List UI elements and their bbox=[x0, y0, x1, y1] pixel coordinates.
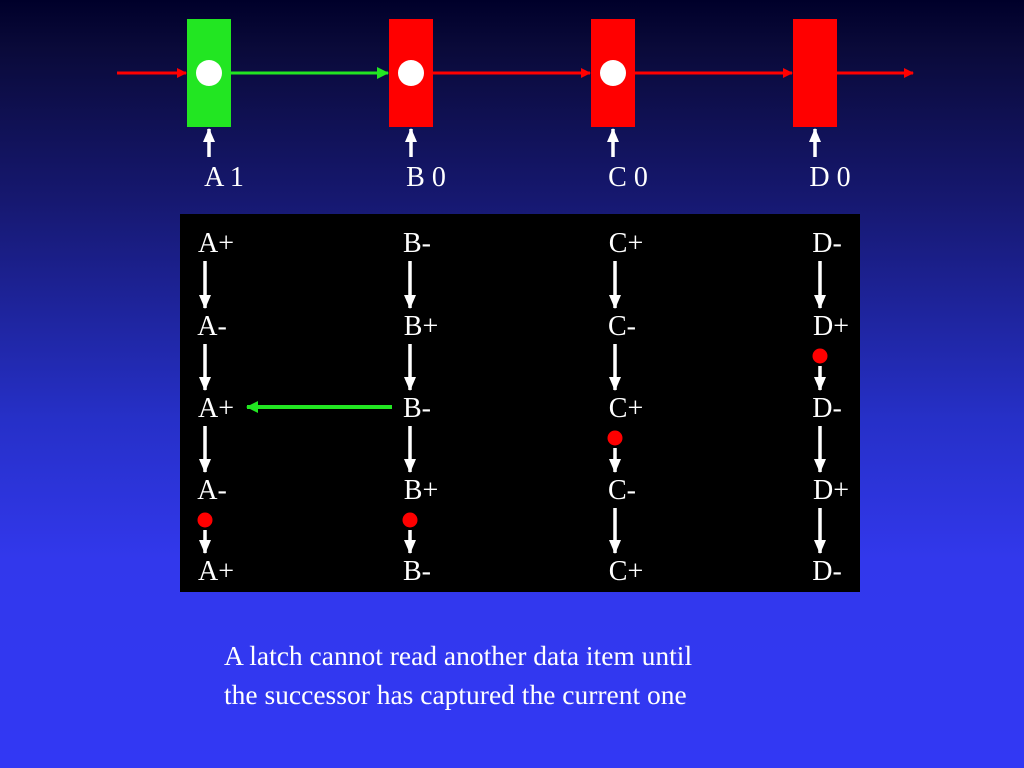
transition-bplus-4: B+ bbox=[404, 475, 438, 506]
transition-cplus-3: C+ bbox=[609, 393, 643, 424]
latch-c-token bbox=[600, 60, 626, 86]
transition-aminus-4: A- bbox=[197, 475, 227, 506]
transition-bminus-3: B- bbox=[403, 393, 431, 424]
transition-aminus-2: A- bbox=[197, 311, 227, 342]
token-col-2-arc-4 bbox=[402, 512, 418, 528]
transition-dminus-1: D- bbox=[812, 228, 842, 259]
signal-transition-graph: A+ A- A+ A- A+ B- B+ B- B+ B- C+ C- C+ C- C+ D- D+ D- D+ D- bbox=[180, 214, 860, 592]
caption-line-1: A latch cannot read another data item un… bbox=[224, 640, 693, 671]
latch-labels: A 1 B 0 C 0 D 0 bbox=[204, 162, 850, 193]
token-col-4-arc-2 bbox=[812, 348, 828, 364]
transition-dminus-3: D- bbox=[812, 393, 842, 424]
latch-c-label: C 0 bbox=[608, 162, 648, 193]
caption-line-2: the successor has captured the current o… bbox=[224, 679, 687, 710]
latch-d-label: D 0 bbox=[809, 162, 850, 193]
transition-bplus-2: B+ bbox=[404, 311, 438, 342]
token-col-1-arc-4 bbox=[197, 512, 213, 528]
caption: A latch cannot read another data item un… bbox=[224, 636, 864, 714]
transition-aplus-1: A+ bbox=[198, 228, 234, 259]
latch-boxes bbox=[187, 19, 837, 157]
latch-pipeline: A 1 B 0 C 0 D 0 bbox=[117, 19, 914, 193]
transition-aplus-5: A+ bbox=[198, 556, 234, 587]
latch-a-token bbox=[196, 60, 222, 86]
transition-dplus-2: D+ bbox=[813, 311, 849, 342]
transition-cplus-5: C+ bbox=[609, 556, 643, 587]
latch-d-box bbox=[793, 19, 837, 127]
latch-b-token bbox=[398, 60, 424, 86]
transition-aplus-3: A+ bbox=[198, 393, 234, 424]
stg-content: A+ A- A+ A- A+ B- B+ B- B+ B- C+ C- C+ C- C+ D- D+ D- D+ D- bbox=[197, 228, 849, 587]
token-col-3-arc-3 bbox=[607, 430, 623, 446]
stg-panel bbox=[180, 214, 860, 592]
transition-bminus-1: B- bbox=[403, 228, 431, 259]
latch-a-label: A 1 bbox=[204, 162, 244, 193]
transition-dminus-5: D- bbox=[812, 556, 842, 587]
transition-cplus-1: C+ bbox=[609, 228, 643, 259]
transition-bminus-5: B- bbox=[403, 556, 431, 587]
latch-b-label: B 0 bbox=[406, 162, 446, 193]
transition-cminus-4: C- bbox=[608, 475, 636, 506]
transition-dplus-4: D+ bbox=[813, 475, 849, 506]
transition-cminus-2: C- bbox=[608, 311, 636, 342]
